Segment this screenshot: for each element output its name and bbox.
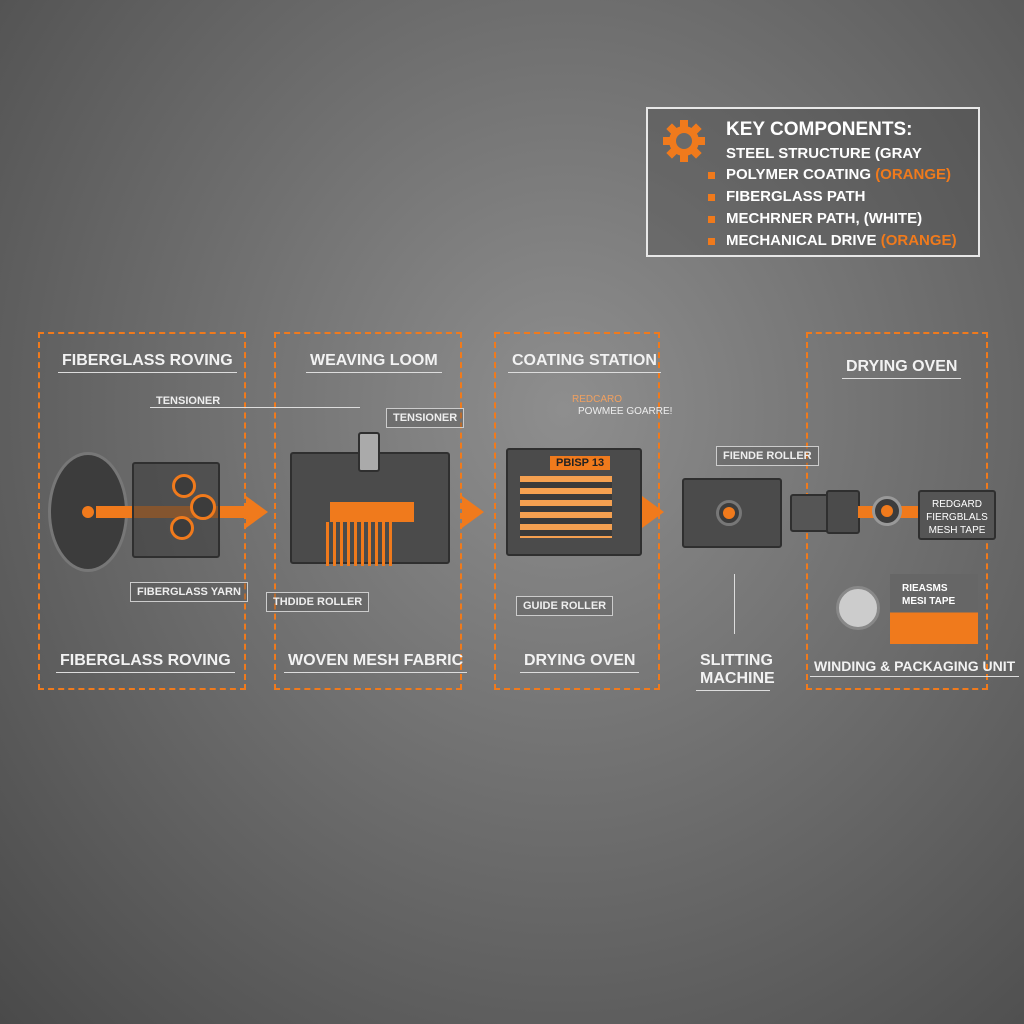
legend-item: STEEL STRUCTURE (GRAY xyxy=(726,145,922,162)
drive-gear-icon xyxy=(172,474,196,498)
stage-caption: WOVEN MESH FABRIC xyxy=(284,650,468,673)
legend-item: POLYMER COATING (ORANGE) xyxy=(726,166,952,183)
drive-gear-icon xyxy=(170,516,194,540)
roller-label: THDIDE ROLLER xyxy=(266,592,370,612)
guide-roller-label: GUIDE ROLLER xyxy=(516,596,614,616)
yarn-label: FIBERGLASS YARN xyxy=(130,582,248,602)
coating-nozzle xyxy=(358,432,380,472)
oven-plate: PBISP 13 xyxy=(550,456,611,470)
polymer-coating xyxy=(330,502,414,522)
winding-frame xyxy=(826,490,860,534)
product-line: MESH TAPE xyxy=(928,525,986,536)
box-text: RIEASMS xyxy=(902,583,948,594)
fence-roller-label: FIENDE ROLLER xyxy=(716,446,819,466)
coating-tag-b: POWMEE GOARRE! xyxy=(578,406,673,417)
product-label: REDGARD FIERGBLALS MESH TAPE xyxy=(918,490,996,540)
legend-panel: KEY COMPONENTS: STEEL STRUCTURE (GRAY PO… xyxy=(646,107,980,257)
drive-gear-icon xyxy=(190,494,216,520)
legend-bullet xyxy=(708,194,715,201)
legend-item: MECHANICAL DRIVE (ORANGE) xyxy=(726,232,957,249)
callout-line xyxy=(150,407,360,408)
stage-title: FIBERGLASS ROVING xyxy=(58,350,237,373)
coating-tag-a: REDCARO xyxy=(572,394,623,405)
flow-arrow xyxy=(462,496,484,528)
flow-arrow xyxy=(642,496,664,528)
legend-bullet xyxy=(708,216,715,223)
product-line: REDGARD xyxy=(931,499,982,510)
heating-elements xyxy=(520,476,612,538)
packaging-box: RIEASMS MESI TAPE xyxy=(890,574,978,644)
stage-caption: SLITTING MACHINE xyxy=(696,650,775,691)
legend-item: FIBERGLASS PATH xyxy=(726,188,866,205)
legend-item: MECHRNER PATH, (WHITE) xyxy=(726,210,923,227)
gear-icon xyxy=(663,120,705,162)
finished-tape-roll xyxy=(836,586,880,630)
stage-title: WEAVING LOOM xyxy=(306,350,442,373)
stage-title: COATING STATION xyxy=(508,350,661,373)
stage-box-loom xyxy=(274,332,462,690)
stage-caption: WINDING & PACKAGING UNIT xyxy=(810,656,1020,677)
tensioner-label: TENSIONER xyxy=(386,408,465,428)
tensioner-label: TENSIONER xyxy=(156,395,221,407)
legend-title: KEY COMPONENTS: xyxy=(726,119,913,140)
slitting-roller xyxy=(716,500,742,526)
tape-roll xyxy=(872,496,902,526)
stage-caption: DRYING OVEN xyxy=(520,650,640,673)
flow-arrow xyxy=(246,496,268,528)
legend-bullet xyxy=(708,172,715,179)
stage-title: DRYING OVEN xyxy=(842,356,962,379)
drive-motor xyxy=(790,494,830,532)
product-line: FIERGBLALS xyxy=(926,512,988,523)
dimension-line xyxy=(734,574,735,634)
coating-drip xyxy=(326,522,396,566)
box-text: MESI TAPE xyxy=(902,596,956,607)
legend-bullet xyxy=(708,238,715,245)
stage-caption: FIBERGLASS ROVING xyxy=(56,650,235,673)
